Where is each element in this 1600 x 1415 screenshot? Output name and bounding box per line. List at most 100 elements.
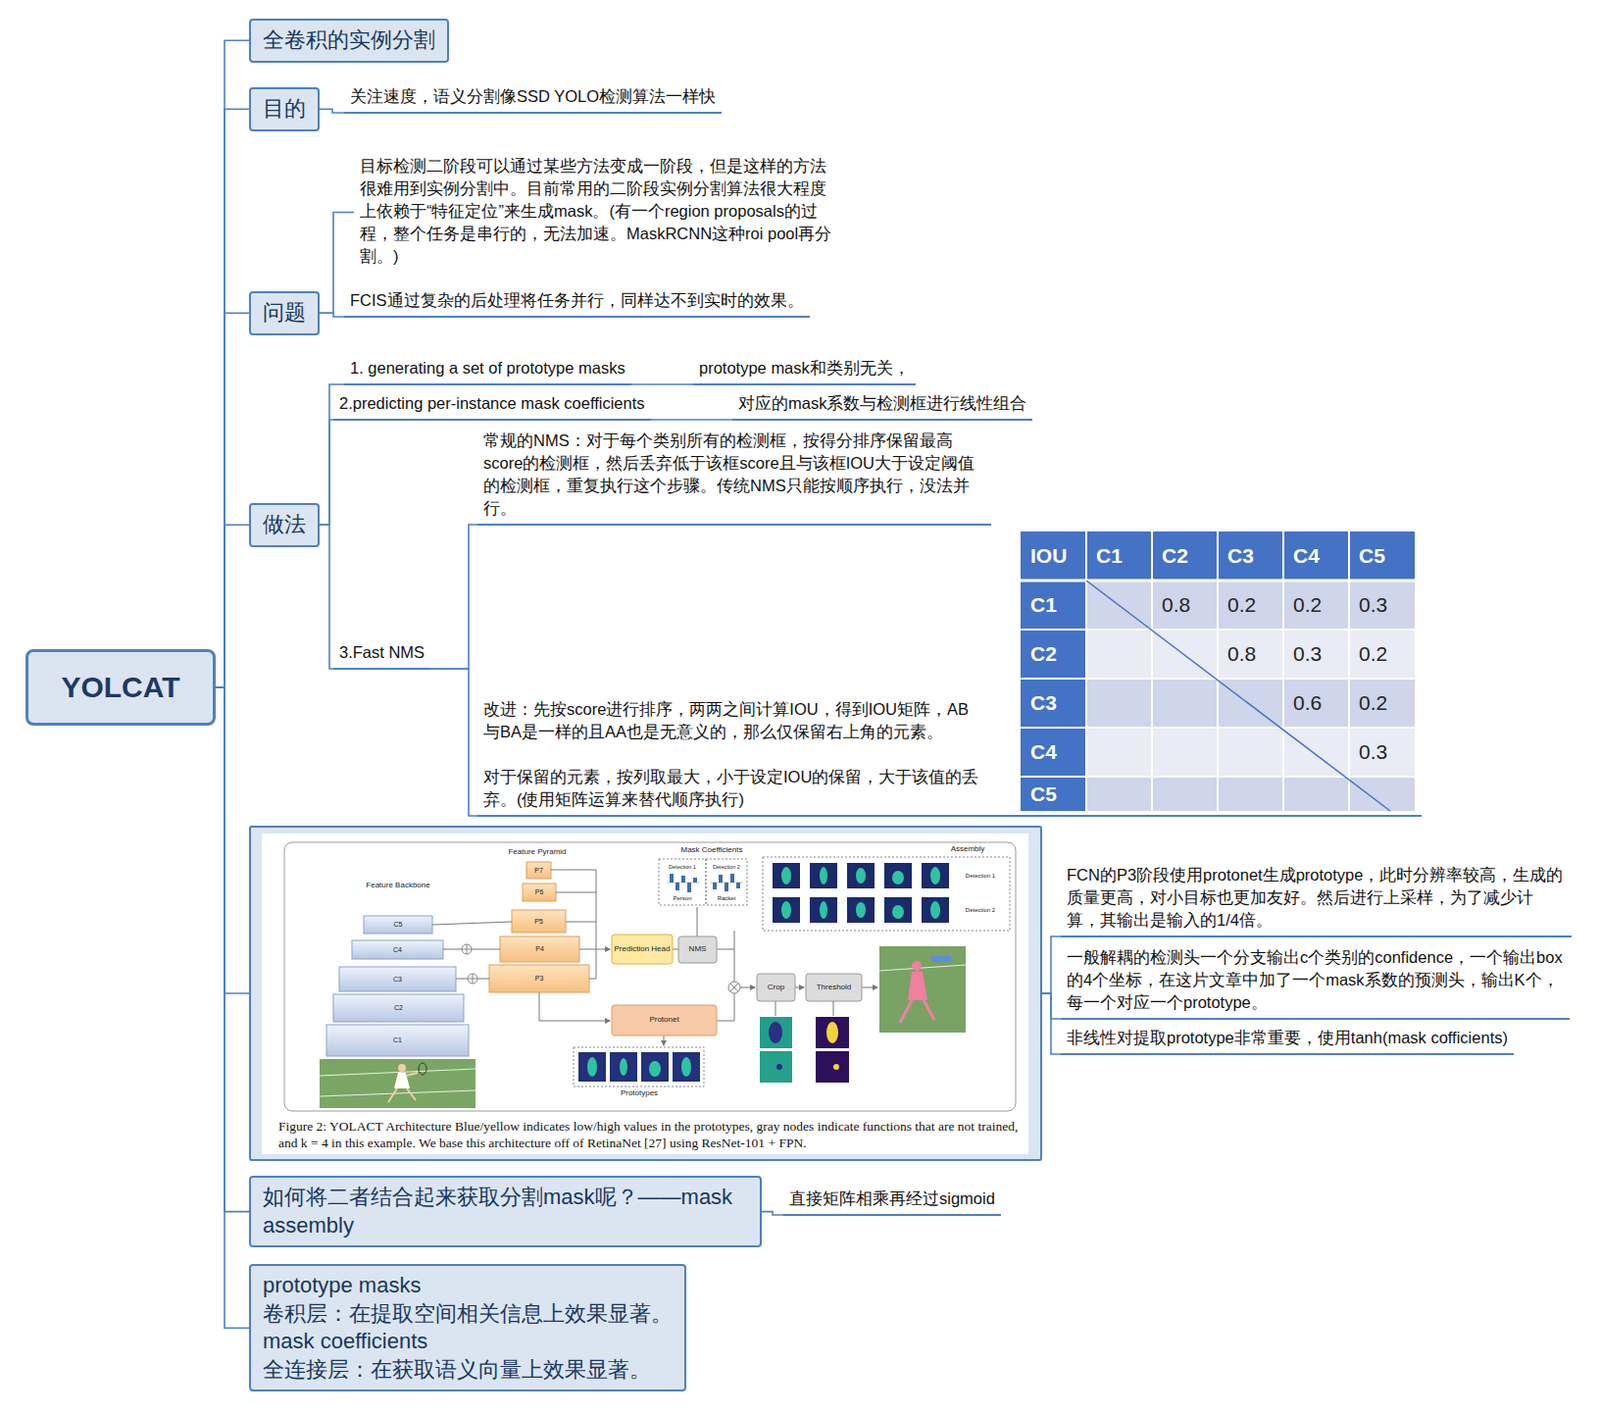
tennis-photo: [319, 1058, 476, 1108]
figure-label: Assembly: [938, 845, 998, 854]
topic-text: 非线性对提取prototype非常重要，使用tanh(mask cofficie…: [1066, 1026, 1508, 1050]
backbone: [326, 915, 469, 1056]
topic-text: 卷积层：在提取空间相关信息上效果显著。: [262, 1300, 673, 1329]
figure-label: Feature Backbone: [353, 881, 443, 891]
figure-label: C2: [379, 1003, 419, 1012]
topic-box: 问题: [249, 291, 320, 336]
table-cell: 0.3: [1293, 642, 1350, 666]
topic-box: 全卷积的实例分割: [249, 18, 450, 63]
figure-label: Detection 1: [659, 863, 705, 870]
subtopic: 目标检测二阶段可以通过某些方法变成一阶段，但是这样的方法很难用到实例分割中。目前…: [353, 152, 848, 272]
connector: [319, 419, 334, 525]
table-cell: 0.6: [1293, 691, 1350, 715]
topic-text: 对于保留的元素，按列取最大，小于设定IOU的保留，大于该值的丢弃。(使用矩阵运算…: [483, 765, 981, 811]
table-cell: 0.3: [1358, 593, 1415, 617]
connector: [631, 383, 694, 386]
table-cell: C4: [1030, 740, 1087, 764]
topic-text: prototype masks: [262, 1271, 673, 1300]
iou-table: [1020, 531, 1415, 811]
table-cell: 0.2: [1293, 593, 1350, 617]
topic-text: 直接矩阵相乘再经过sigmoid: [789, 1187, 996, 1210]
table-cell: 0.2: [1358, 642, 1415, 666]
topic-text: 如何将二者结合起来获取分割mask呢？——mask assembly: [262, 1183, 749, 1240]
figure-label: P5: [519, 917, 559, 926]
topic-text: 全连接层：在获取语义向量上效果显著。: [262, 1355, 673, 1385]
subtopic: prototype mask和类别无关，: [693, 354, 916, 386]
figure-panel: [249, 825, 1043, 1161]
connector: [215, 108, 250, 688]
topic-text: 2.predicting per-instance mask coefficie…: [339, 392, 646, 415]
figure-box: Figure 2: YOLACT Architecture Blue/yello…: [249, 825, 1043, 1161]
figure-label: C5: [378, 920, 418, 929]
table-cell: C1: [1096, 544, 1152, 568]
topic-text: FCN的P3阶段使用protonet生成prototype，此时分辨率较高，生成…: [1066, 863, 1566, 932]
connector: [430, 524, 478, 669]
topic-box: prototype masks卷积层：在提取空间相关信息上效果显著。mask c…: [249, 1263, 687, 1392]
subtopic: 常规的NMS：对于每个类别所有的检测框，按得分排序保留最高score的检测框，然…: [477, 427, 992, 526]
connector: [650, 418, 733, 421]
table-cell: 0.3: [1358, 740, 1415, 764]
topic-text: YOLCAT: [60, 670, 180, 704]
subtopic: 一般解耦的检测头一个分支输出c个类别的confidence，一个输出box的4个…: [1060, 944, 1570, 1020]
topic-text: 一般解耦的检测头一个分支输出c个类别的confidence，一个输出box的4个…: [1066, 946, 1564, 1014]
table-cell: C2: [1161, 544, 1218, 568]
topic-text: 3.Fast NMS: [339, 641, 425, 664]
connector: [761, 1211, 784, 1215]
figure-label: Protonet: [615, 1015, 714, 1025]
figure-wires: [432, 869, 878, 1046]
topic-box: 做法: [249, 502, 320, 548]
connector: [319, 108, 345, 113]
figure-label: Feature Pyramid: [493, 848, 582, 857]
figure-label: Prediction Head: [613, 945, 671, 954]
subtopic: 3.Fast NMS: [333, 639, 431, 670]
subtopic: 1. generating a set of prototype masks: [344, 354, 632, 386]
figure-label: Detection 2: [706, 863, 747, 870]
table-cell: 0.2: [1358, 691, 1415, 715]
connector: [319, 524, 334, 669]
connector: [430, 668, 478, 816]
table-cell: C3: [1030, 691, 1087, 715]
prototype-images: [573, 1047, 704, 1087]
topic-box: 如何将二者结合起来获取分割mask呢？——mask assembly: [249, 1175, 762, 1248]
subtopic: FCN的P3阶段使用protonet生成prototype，此时分辨率较高，生成…: [1060, 861, 1572, 938]
table-cell: C1: [1030, 593, 1087, 617]
table-cell: C3: [1227, 544, 1284, 568]
topic-text: 1. generating a set of prototype masks: [350, 356, 626, 380]
connector: [215, 687, 250, 994]
coefficient-bars: [658, 858, 748, 905]
topic-text: FCIS通过复杂的后处理将任务并行，同样达不到实时的效果。: [350, 289, 804, 312]
topic-text: prototype mask和类别无关，: [699, 356, 910, 380]
topic-text: 全卷积的实例分割: [262, 26, 436, 55]
subtopic: FCIS通过复杂的后处理将任务并行，同样达不到实时的效果。: [344, 287, 810, 318]
topic-text: 做法: [262, 510, 306, 540]
table-cell: IOU: [1030, 544, 1087, 568]
assembly-images: [762, 856, 1010, 931]
root-topic: YOLCAT: [25, 649, 216, 726]
result-images: [759, 946, 966, 1083]
figure-label: Mask Coefficients: [667, 846, 756, 855]
figure-caption: Figure 2: YOLACT Architecture Blue/yello…: [278, 1117, 1029, 1151]
table-cell: C5: [1358, 544, 1415, 568]
figure-label: Detection 1: [954, 872, 1006, 880]
figure-label: NMS: [680, 945, 716, 954]
figure-label: C4: [378, 946, 418, 954]
topic-underline: [986, 814, 1422, 817]
figure-label: P6: [524, 888, 554, 897]
table-cell: 0.8: [1161, 593, 1218, 617]
subtopic: 改进：先按score进行排序，两两之间计算IOU，得到IOU矩阵，AB与BA是一…: [477, 696, 987, 817]
connector: [1042, 936, 1061, 994]
subtopic: 关注速度，语义分割像SSD YOLO检测算法一样快: [344, 83, 722, 114]
topic-text: 对应的mask系数与检测框进行线性组合: [738, 392, 1027, 415]
connector: [319, 312, 345, 317]
table-cell: 0.8: [1227, 642, 1284, 666]
figure-label: Racket: [706, 895, 747, 902]
table-cell: C5: [1030, 782, 1087, 806]
connector: [215, 687, 250, 1212]
figure-label: Detection 2: [954, 906, 1006, 914]
table-cell: C2: [1030, 642, 1087, 666]
subtopic: 2.predicting per-instance mask coefficie…: [333, 390, 651, 421]
figure-label: C1: [378, 1036, 418, 1045]
subtopic: 非线性对提取prototype非常重要，使用tanh(mask cofficie…: [1060, 1024, 1514, 1055]
connector: [215, 312, 250, 688]
